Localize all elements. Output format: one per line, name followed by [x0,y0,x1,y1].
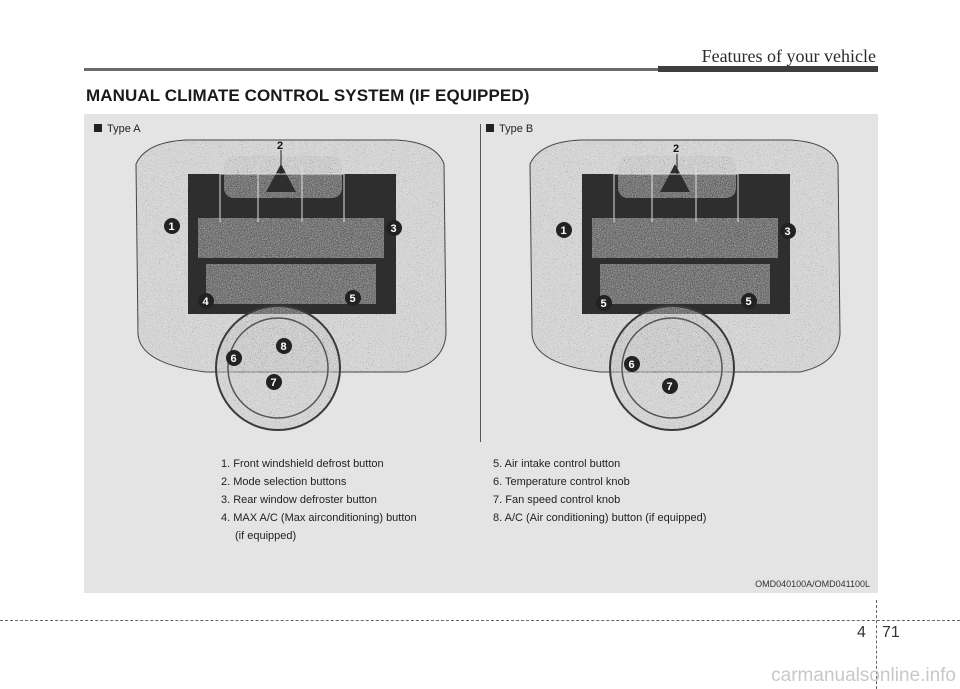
callout-6: 6 [624,356,640,372]
svg-text:2: 2 [673,143,679,155]
climate-panel-type-a-diagram: 2 1 3 4 5 8 6 7 [135,139,447,431]
type-b-label: Type B [486,123,533,135]
callout-4: 4 [198,293,214,309]
callout-2: 2 [277,140,283,152]
svg-text:8: 8 [281,341,287,353]
legend-item: 5. Air intake control button [493,458,621,470]
square-bullet-icon [486,124,494,132]
chapter-number: 4 [857,624,866,641]
type-divider [480,124,481,442]
legend-item: 2. Mode selection buttons [221,476,347,488]
page-number: 71 [882,624,900,641]
callout-7: 7 [662,378,678,394]
page-title: MANUAL CLIMATE CONTROL SYSTEM (IF EQUIPP… [86,86,530,105]
climate-panel-type-b-diagram: 2 1 3 5 5 6 7 [529,139,841,431]
callout-1: 1 [556,222,572,238]
svg-text:7: 7 [667,381,673,393]
svg-text:6: 6 [231,353,237,365]
page-number-divider [876,600,877,689]
svg-text:5: 5 [350,293,356,305]
legend-item: 4. MAX A/C (Max airconditioning) button [221,512,417,524]
svg-text:5: 5 [746,296,752,308]
svg-text:3: 3 [391,223,397,235]
svg-text:6: 6 [629,359,635,371]
legend-item-continuation: (if equipped) [235,530,297,542]
callout-5: 5 [741,293,757,309]
callout-2: 2 [673,143,679,155]
svg-text:1: 1 [169,221,175,233]
figure-reference-code: OMD040100A/OMD041100L [755,579,870,589]
callout-3: 3 [386,220,402,236]
svg-text:4: 4 [203,296,210,308]
section-title: Features of your vehicle [701,46,876,66]
footer-rule [0,620,960,621]
legend-item: 3. Rear window defroster button [221,494,377,506]
legend-left: 1. Front windshield defrost button 2. Mo… [221,455,417,545]
legend-item: 6. Temperature control knob [493,476,630,488]
svg-text:5: 5 [601,298,607,310]
svg-text:3: 3 [785,226,791,238]
svg-text:7: 7 [271,377,277,389]
callout-5: 5 [596,295,612,311]
type-b-label-text: Type B [499,123,534,135]
callout-8: 8 [276,338,292,354]
legend-item: 1. Front windshield defrost button [221,458,384,470]
type-a-label-text: Type A [107,123,141,135]
callout-1: 1 [164,218,180,234]
svg-text:1: 1 [561,225,567,237]
watermark: carmanualsonline.info [771,665,956,686]
svg-text:2: 2 [277,140,283,152]
header-rule-accent [658,66,878,72]
callout-6: 6 [226,350,242,366]
type-a-label: Type A [94,123,141,135]
legend-item: 7. Fan speed control knob [493,494,621,506]
callout-7: 7 [266,374,282,390]
callout-5: 5 [345,290,361,306]
header-rule [84,68,878,71]
callout-3: 3 [780,223,796,239]
legend-right: 5. Air intake control button 6. Temperat… [493,455,706,527]
legend-item: 8. A/C (Air conditioning) button (if equ… [493,512,707,524]
square-bullet-icon [94,124,102,132]
